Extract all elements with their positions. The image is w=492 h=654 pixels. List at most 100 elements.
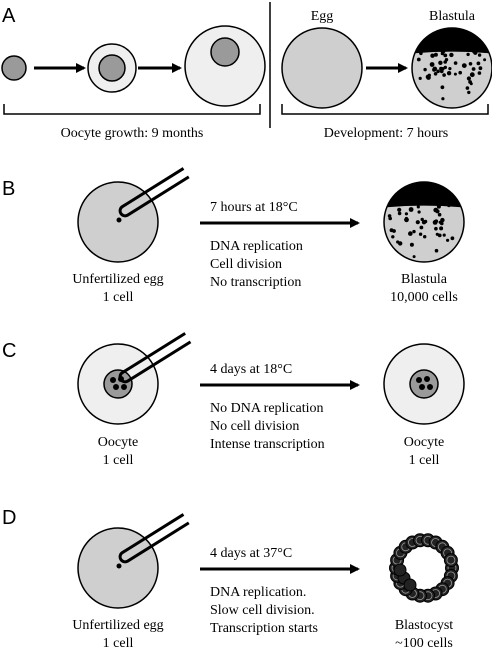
blastula-cell [471, 49, 475, 53]
left-label-line2: 1 cell [103, 453, 134, 468]
blastula-cell [432, 220, 438, 225]
blastula-cell [466, 76, 471, 81]
blastula-cell [432, 195, 437, 200]
blastula-cell [416, 57, 421, 62]
blastula-cell [433, 52, 438, 57]
blastula-cell [391, 235, 395, 239]
blastula-cell [412, 229, 416, 234]
egg [281, 27, 363, 109]
development-caption: Development: 7 hours [324, 126, 448, 141]
left-label-line2: 1 cell [103, 636, 134, 651]
left-label-line1: Oocyte [98, 435, 138, 450]
blastula-cell [442, 233, 446, 237]
blastula-cell [417, 210, 421, 214]
development-bracket [281, 104, 489, 115]
blastocyst-cell-outline [446, 555, 456, 565]
blastula-cell [433, 189, 438, 194]
blastula-cell [471, 67, 476, 71]
micropipette-icon [118, 332, 192, 384]
blastula-cell [469, 72, 475, 78]
blastula-cell [418, 232, 423, 236]
blastula-cell [443, 65, 447, 70]
inner-cell-mass-cell [403, 578, 417, 592]
blastula-cell [418, 76, 422, 80]
blastula-cell [434, 226, 438, 231]
blastula-cell [443, 197, 448, 203]
blastula-cell [422, 185, 427, 190]
blastula-cell [436, 69, 440, 74]
condition-text: 4 days at 18°C [210, 362, 292, 377]
blastula-cell [392, 229, 396, 233]
blastula-cell [409, 242, 414, 247]
blastula-cell [404, 216, 408, 221]
blastula-cell [420, 195, 425, 200]
panel-b-letter: B [2, 178, 15, 200]
growth-caption: Oocyte growth: 9 months [61, 126, 204, 141]
effect-1: No DNA replication [210, 401, 324, 416]
large-oocyte-nucleus [210, 37, 240, 67]
panel-d: D Unfertilized egg 1 cell 4 days at 37°C… [2, 507, 459, 651]
blastula-cell [407, 194, 411, 198]
blastula-cell [433, 207, 439, 213]
blastula-cell [465, 86, 470, 90]
blastula-cell [397, 207, 402, 212]
inner-cell-mass-cell [393, 563, 407, 577]
blastula-cell [442, 73, 446, 77]
blastula-cell [439, 226, 444, 231]
blastula-cell [408, 231, 413, 236]
blastula-cell [446, 238, 450, 242]
effect-1: DNA replication. [210, 585, 306, 600]
blastula-cell [477, 71, 482, 75]
blastula-cell [404, 212, 408, 216]
oocyte-nucleus [409, 369, 439, 399]
blastula-cell [438, 200, 442, 204]
micropipette-icon [118, 513, 190, 564]
blastula-cell [443, 53, 448, 58]
blastula-cell [439, 66, 443, 71]
right-label-line1: Blastocyst [395, 618, 453, 633]
blastula-cell [446, 71, 452, 76]
panel-a: A Oocyte growth: 9 months Egg Blastula D… [1, 2, 492, 141]
blastula-cell [468, 80, 472, 84]
blastula-cell [423, 67, 427, 72]
blastula-cell [415, 220, 420, 225]
blastula-cell [461, 63, 467, 68]
blastula-cell [416, 205, 420, 209]
left-label-line2: 1 cell [103, 290, 134, 305]
blastula-cell [469, 46, 473, 50]
blastula-cell [449, 52, 454, 58]
left-label-line1: Unfertilized egg [72, 618, 163, 633]
egg-label: Egg [311, 9, 334, 24]
effect-3: No transcription [210, 275, 301, 290]
blastula-cell [397, 211, 402, 216]
panel-a-letter: A [2, 5, 16, 27]
blastula-cell [437, 37, 443, 42]
blastula-cell [453, 72, 457, 76]
blastula-cell [466, 52, 470, 57]
blastula-cell [447, 203, 451, 208]
blastula-cell [458, 70, 463, 75]
blastula-cell [457, 32, 463, 37]
blastula-cell [448, 39, 453, 44]
left-label-line1: Unfertilized egg [72, 272, 163, 287]
small-oocyte [1, 55, 27, 81]
blastocyst [389, 533, 459, 603]
blastula-cell [431, 37, 437, 42]
condition-text: 7 hours at 18°C [210, 200, 298, 215]
blastula-cell [483, 58, 487, 62]
blastula-cell [434, 248, 439, 253]
blastula-cell [476, 61, 481, 66]
blastula-cell [457, 36, 462, 41]
effect-3: Intense transcription [210, 437, 325, 452]
blastula-label: Blastula [429, 9, 476, 24]
right-label-line1: Oocyte [404, 435, 444, 450]
micropipette-icon [118, 167, 190, 218]
panel-b: B Unfertilized egg 1 cell 7 hours at 18°… [2, 167, 465, 305]
blastula-cell [419, 51, 423, 56]
blastula-cell [423, 235, 427, 239]
effect-2: Slow cell division. [210, 603, 315, 618]
effect-3: Transcription starts [210, 621, 318, 636]
blastula-cell [448, 67, 452, 71]
blastula-cell [427, 73, 431, 78]
blastocyst-cell [443, 553, 458, 568]
